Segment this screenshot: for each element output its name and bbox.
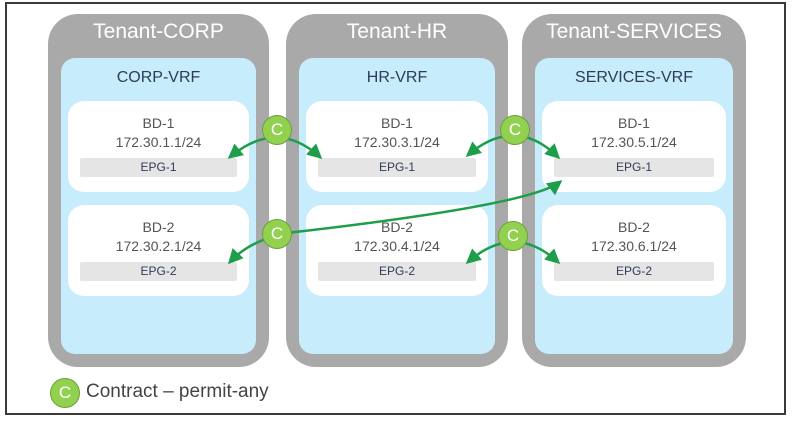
bd-subnet: 172.30.5.1/24 — [591, 134, 677, 150]
bd-subnet: 172.30.2.1/24 — [115, 238, 202, 254]
tenant-title: Tenant-CORP — [93, 20, 224, 43]
contract-icon: C — [262, 115, 292, 145]
contract-icon: C — [500, 115, 530, 145]
bd-name: BD-1 — [381, 115, 413, 131]
bd-subnet: 172.30.4.1/24 — [354, 238, 440, 254]
epg-label: EPG-2 — [80, 262, 237, 281]
bd-box: BD-2 172.30.2.1/24 EPG-2 — [68, 205, 249, 296]
epg-label: EPG-2 — [318, 262, 476, 281]
bd-box: BD-1 172.30.1.1/24 EPG-1 — [68, 101, 249, 192]
bd-name: BD-2 — [142, 219, 175, 235]
bd-subnet: 172.30.3.1/24 — [354, 134, 440, 150]
tenant-corp: Tenant-CORP CORP-VRF BD-1 172.30.1.1/24 … — [48, 14, 269, 367]
bd-box: BD-2 172.30.4.1/24 EPG-2 — [306, 205, 488, 296]
tenant-services: Tenant-SERVICES SERVICES-VRF BD-1 172.30… — [522, 14, 746, 367]
contract-icon: C — [262, 219, 292, 249]
tenant-title: Tenant-SERVICES — [546, 20, 722, 43]
bd-name: BD-2 — [381, 219, 413, 235]
vrf-services: SERVICES-VRF BD-1 172.30.5.1/24 EPG-1 BD… — [535, 58, 733, 354]
epg-label: EPG-1 — [318, 158, 476, 177]
vrf-hr: HR-VRF BD-1 172.30.3.1/24 EPG-1 BD-2 172… — [299, 58, 495, 354]
bd-name: BD-1 — [142, 115, 175, 131]
contract-icon: C — [498, 221, 528, 251]
bd-box: BD-1 172.30.3.1/24 EPG-1 — [306, 101, 488, 192]
bd-subnet: 172.30.6.1/24 — [591, 238, 677, 254]
epg-label: EPG-1 — [554, 158, 714, 177]
vrf-title: HR-VRF — [366, 69, 428, 86]
vrf-title: SERVICES-VRF — [575, 69, 693, 86]
vrf-title: CORP-VRF — [116, 69, 201, 86]
legend-label: Contract – permit-any — [86, 381, 269, 402]
bd-box: BD-2 172.30.6.1/24 EPG-2 — [542, 205, 726, 296]
bd-name: BD-2 — [618, 219, 650, 235]
tenant-hr: Tenant-HR HR-VRF BD-1 172.30.3.1/24 EPG-… — [286, 14, 508, 367]
tenant-title: Tenant-HR — [346, 20, 448, 43]
epg-label: EPG-2 — [554, 262, 714, 281]
legend-contract-icon: C — [50, 378, 80, 408]
epg-label: EPG-1 — [80, 158, 237, 177]
bd-name: BD-1 — [618, 115, 650, 131]
vrf-corp: CORP-VRF BD-1 172.30.1.1/24 EPG-1 BD-2 1… — [61, 58, 256, 354]
bd-subnet: 172.30.1.1/24 — [115, 134, 202, 150]
bd-box: BD-1 172.30.5.1/24 EPG-1 — [542, 101, 726, 192]
